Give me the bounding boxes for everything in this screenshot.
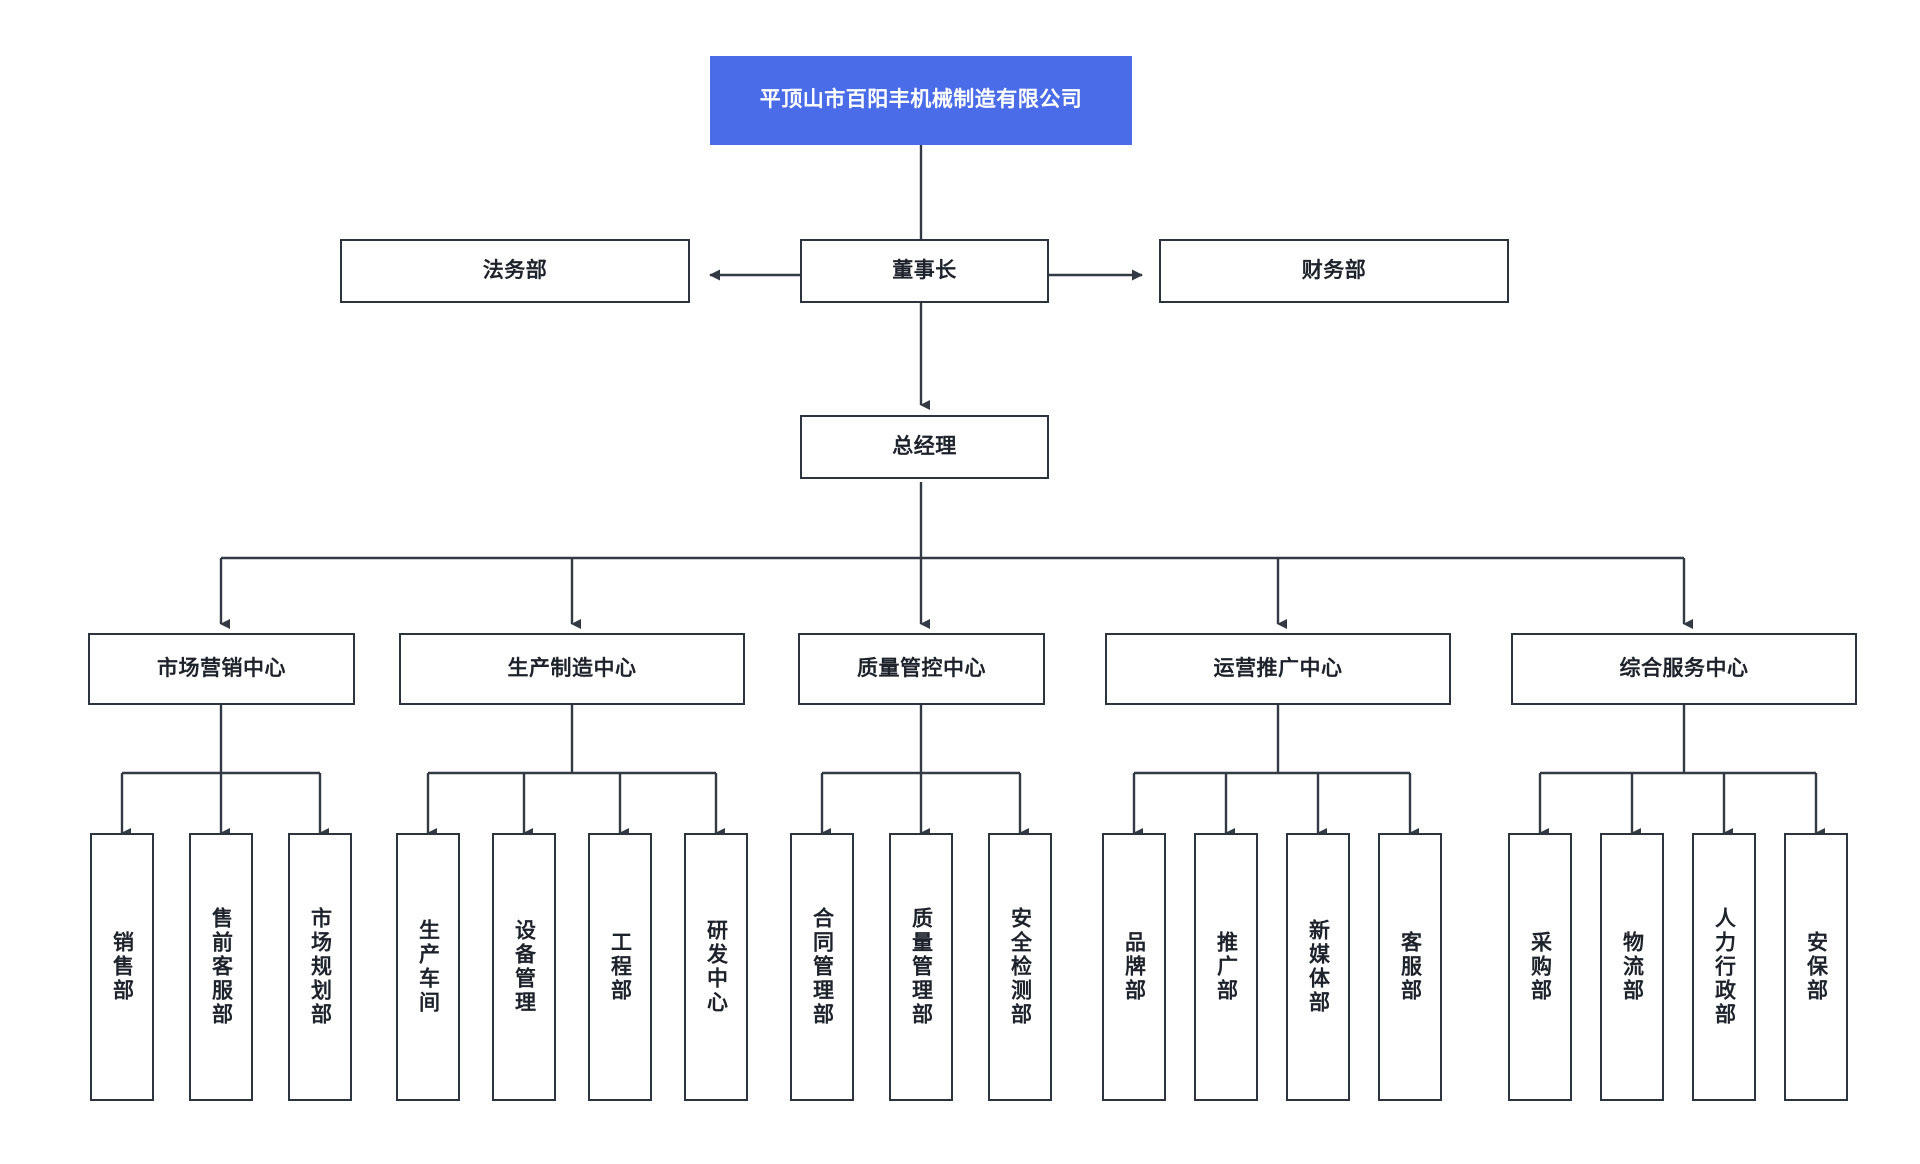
node-dept-quality-management[interactable]: 质量管理部 [889, 833, 953, 1101]
node-dept-security[interactable]: 安保部 [1784, 833, 1848, 1101]
node-label-dept-engineering: 工程部 [608, 931, 632, 1003]
node-center-operations[interactable]: 运营推广中心 [1105, 633, 1451, 705]
node-label-dept-procurement: 采购部 [1528, 931, 1552, 1003]
node-dept-engineering[interactable]: 工程部 [588, 833, 652, 1101]
node-dept-rnd-center[interactable]: 研发中心 [684, 833, 748, 1101]
node-center-quality[interactable]: 质量管控中心 [798, 633, 1045, 705]
node-general-manager[interactable]: 总经理 [800, 415, 1049, 479]
node-center-manufacturing[interactable]: 生产制造中心 [399, 633, 745, 705]
node-label-center-services: 综合服务中心 [1619, 656, 1749, 680]
node-dept-new-media[interactable]: 新媒体部 [1286, 833, 1350, 1101]
node-chairman[interactable]: 董事长 [800, 239, 1049, 303]
node-dept-equipment-management[interactable]: 设备管理 [492, 833, 556, 1101]
node-label-company: 平顶山市百阳丰机械制造有限公司 [759, 88, 1083, 112]
node-label-dept-rnd-center: 研发中心 [704, 919, 728, 1015]
node-dept-brand[interactable]: 品牌部 [1102, 833, 1166, 1101]
node-label-center-quality: 质量管控中心 [857, 656, 986, 680]
node-dept-procurement[interactable]: 采购部 [1508, 833, 1572, 1101]
node-label-dept-brand: 品牌部 [1122, 931, 1146, 1003]
node-finance-department[interactable]: 财务部 [1159, 239, 1509, 303]
node-dept-sales[interactable]: 销售部 [90, 833, 154, 1101]
node-label-center-operations: 运营推广中心 [1213, 656, 1343, 680]
node-label-dept-quality-management: 质量管理部 [909, 907, 933, 1027]
node-label-dept-new-media: 新媒体部 [1306, 919, 1330, 1015]
node-label-dept-contract-management: 合同管理部 [810, 907, 834, 1027]
node-company-root[interactable]: 平顶山市百阳丰机械制造有限公司 [710, 56, 1132, 145]
node-dept-logistics[interactable]: 物流部 [1600, 833, 1664, 1101]
node-dept-customer-service[interactable]: 客服部 [1378, 833, 1442, 1101]
node-dept-safety-inspection[interactable]: 安全检测部 [988, 833, 1052, 1101]
node-label-dept-equipment-management: 设备管理 [512, 919, 536, 1015]
node-label-dept-market-planning: 市场规划部 [308, 907, 332, 1027]
node-dept-market-planning[interactable]: 市场规划部 [288, 833, 352, 1101]
node-label-dept-presales-service: 售前客服部 [209, 907, 233, 1027]
node-legal-department[interactable]: 法务部 [340, 239, 690, 303]
node-dept-promotion[interactable]: 推广部 [1194, 833, 1258, 1101]
node-label-dept-safety-inspection: 安全检测部 [1008, 907, 1032, 1027]
node-center-marketing[interactable]: 市场营销中心 [88, 633, 355, 705]
node-label-chairman: 董事长 [892, 258, 957, 282]
node-label-finance-department: 财务部 [1301, 258, 1367, 282]
node-label-dept-logistics: 物流部 [1620, 931, 1644, 1003]
node-label-dept-security: 安保部 [1804, 931, 1828, 1003]
node-label-dept-production-workshop: 生产车间 [416, 919, 440, 1015]
node-label-center-manufacturing: 生产制造中心 [507, 656, 637, 680]
node-label-dept-customer-service: 客服部 [1398, 931, 1422, 1003]
node-label-dept-hr-admin: 人力行政部 [1712, 907, 1736, 1027]
node-dept-production-workshop[interactable]: 生产车间 [396, 833, 460, 1101]
node-label-center-marketing: 市场营销中心 [157, 656, 286, 680]
node-label-general-manager: 总经理 [892, 434, 957, 458]
node-dept-presales-service[interactable]: 售前客服部 [189, 833, 253, 1101]
node-label-legal-department: 法务部 [482, 258, 548, 282]
node-center-services[interactable]: 综合服务中心 [1511, 633, 1857, 705]
node-label-dept-sales: 销售部 [110, 931, 134, 1003]
node-label-dept-promotion: 推广部 [1214, 931, 1238, 1003]
node-dept-contract-management[interactable]: 合同管理部 [790, 833, 854, 1101]
node-dept-hr-admin[interactable]: 人力行政部 [1692, 833, 1756, 1101]
